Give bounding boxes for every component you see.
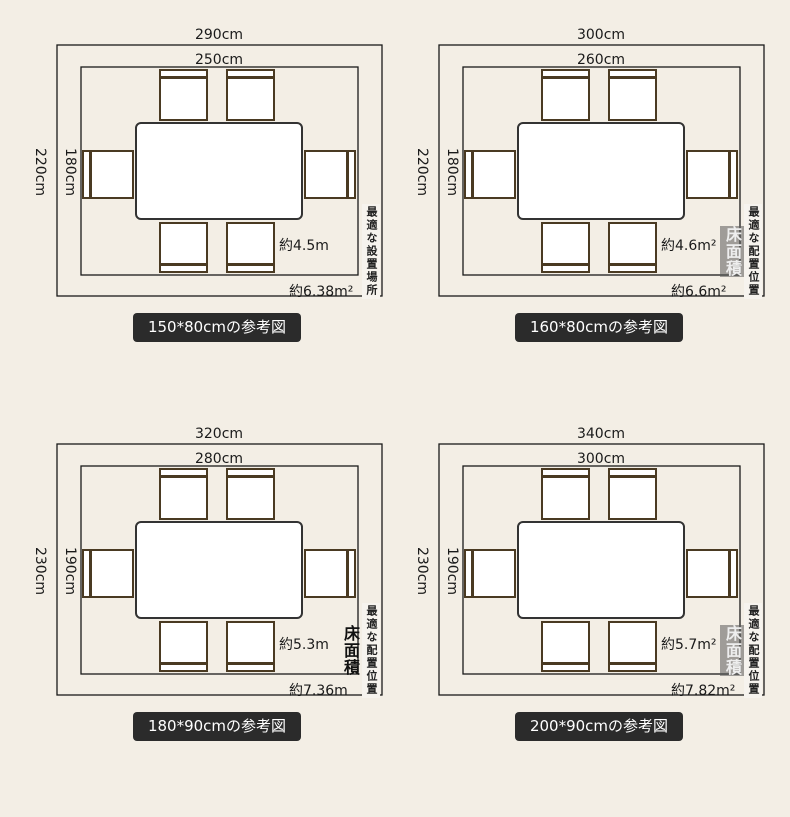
- dining-table: [517, 122, 685, 220]
- outer-width-label: 340cm: [577, 426, 625, 442]
- outer-width-label: 300cm: [577, 27, 625, 43]
- layout-panel-2: 300cm 260cm 220cm 180cm 約4.6m² 約6.6m² 最適な配置位置床…: [382, 0, 772, 400]
- chair-back: [471, 151, 474, 198]
- chair-back: [542, 662, 589, 665]
- chair-back: [227, 263, 274, 266]
- inner-width-label: 300cm: [577, 451, 625, 467]
- floor-area-label: 床面積: [341, 625, 360, 676]
- inner-depth-label: 190cm: [62, 547, 78, 595]
- floor-plan: 300cm 260cm 220cm 180cm 約4.6m² 約6.6m²: [414, 27, 765, 300]
- chair-back: [609, 263, 656, 266]
- floor-plan: 340cm 300cm 230cm 190cm 約5.7m² 約7.82m²: [414, 426, 765, 699]
- floor-plan: 290cm 250cm 220cm 180cm 約4.5m 約6.38m²: [32, 27, 383, 300]
- chair-back: [89, 151, 92, 198]
- reference-caption: 180*90cmの参考図: [133, 712, 301, 741]
- room-area-label: 約7.36m: [289, 683, 348, 699]
- inner-depth-label: 190cm: [444, 547, 460, 595]
- outer-room-outline: [56, 44, 383, 297]
- chair-back: [542, 263, 589, 266]
- floor-area-label: 床面積: [720, 226, 744, 277]
- optimal-placement-label: 最適な設置場所: [362, 204, 380, 299]
- chair-back: [471, 550, 474, 597]
- optimal-placement-label: 最適な配置位置: [744, 204, 762, 299]
- outer-room-outline: [438, 44, 765, 297]
- layout-panel-3: 320cm 280cm 230cm 190cm 約5.3m 約7.36m 最適な配置位置床面…: [0, 399, 390, 799]
- dining-table: [135, 122, 303, 220]
- inner-clearance-outline: [462, 66, 741, 276]
- outer-room-outline: [438, 443, 765, 696]
- table-area-label: 約4.6m²: [661, 238, 717, 254]
- reference-caption: 150*80cmの参考図: [133, 313, 301, 342]
- chair-back: [227, 662, 274, 665]
- chair-back: [160, 662, 207, 665]
- room-area-label: 約7.82m²: [671, 683, 735, 699]
- chair-back: [346, 550, 349, 597]
- optimal-placement-label: 最適な配置位置: [744, 603, 762, 698]
- floor-area-label: 床面積: [720, 625, 744, 676]
- chair-back: [227, 475, 274, 478]
- chair-back: [728, 550, 731, 597]
- table-area-label: 約5.7m²: [661, 637, 717, 653]
- inner-width-label: 250cm: [195, 52, 243, 68]
- optimal-placement-label: 最適な配置位置: [362, 603, 380, 698]
- reference-caption: 200*90cmの参考図: [515, 712, 683, 741]
- chair-back: [160, 475, 207, 478]
- chair-back: [609, 76, 656, 79]
- chair-back: [227, 76, 274, 79]
- chair-back: [609, 662, 656, 665]
- floor-plan: 320cm 280cm 230cm 190cm 約5.3m 約7.36m: [32, 426, 383, 699]
- inner-depth-label: 180cm: [62, 148, 78, 196]
- table-area-label: 約5.3m: [279, 637, 329, 653]
- chair-back: [89, 550, 92, 597]
- room-area-label: 約6.6m²: [671, 284, 727, 300]
- chair-back: [160, 263, 207, 266]
- chair-back: [542, 475, 589, 478]
- inner-width-label: 260cm: [577, 52, 625, 68]
- chair-back: [609, 475, 656, 478]
- chair-back: [160, 76, 207, 79]
- layout-panel-1: 290cm 250cm 220cm 180cm 約4.5m 約6.38m² 最適な設置場所 1…: [0, 0, 390, 400]
- chair-back: [542, 76, 589, 79]
- chair-back: [346, 151, 349, 198]
- inner-clearance-outline: [462, 465, 741, 675]
- table-area-label: 約4.5m: [279, 238, 329, 254]
- layout-panel-4: 340cm 300cm 230cm 190cm 約5.7m² 約7.82m² 最適な配置位置…: [382, 399, 772, 799]
- outer-depth-label: 220cm: [32, 148, 48, 196]
- chair-back: [728, 151, 731, 198]
- outer-depth-label: 220cm: [414, 148, 430, 196]
- outer-room-outline: [56, 443, 383, 696]
- outer-width-label: 290cm: [195, 27, 243, 43]
- dining-table: [517, 521, 685, 619]
- inner-depth-label: 180cm: [444, 148, 460, 196]
- inner-clearance-outline: [80, 465, 359, 675]
- dining-table: [135, 521, 303, 619]
- inner-clearance-outline: [80, 66, 359, 276]
- outer-depth-label: 230cm: [32, 547, 48, 595]
- room-area-label: 約6.38m²: [289, 284, 353, 300]
- inner-width-label: 280cm: [195, 451, 243, 467]
- outer-depth-label: 230cm: [414, 547, 430, 595]
- reference-caption: 160*80cmの参考図: [515, 313, 683, 342]
- outer-width-label: 320cm: [195, 426, 243, 442]
